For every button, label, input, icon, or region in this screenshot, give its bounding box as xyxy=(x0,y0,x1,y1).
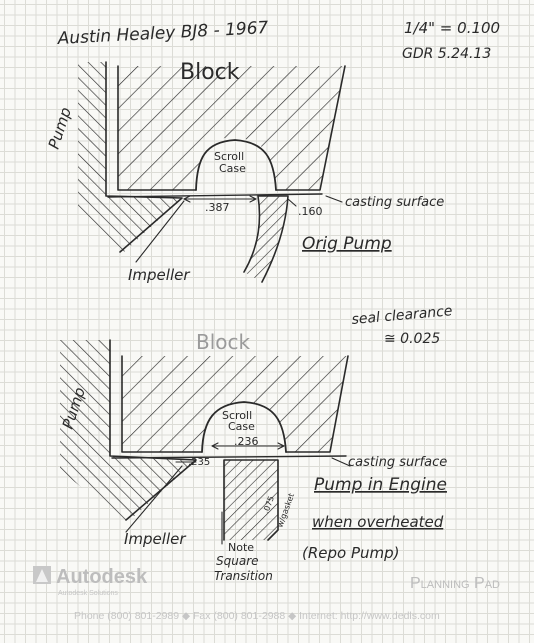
bottom-dim-left: .235 xyxy=(188,457,210,468)
bottom-block-outline xyxy=(121,355,349,453)
bottom-block-hatch xyxy=(122,356,348,452)
bottom-scroll-case xyxy=(201,401,287,453)
bottom-scroll-label: Scroll xyxy=(222,409,252,422)
top-dim-right: .160 xyxy=(298,205,323,218)
top-block-outline xyxy=(117,65,346,191)
top-impeller-label: Impeller xyxy=(128,266,190,284)
top-pump-hatch xyxy=(78,62,182,252)
bottom-caption-1: Pump in Engine xyxy=(314,475,447,495)
top-case-label: Case xyxy=(219,162,246,175)
top-dim-left: .387 xyxy=(205,201,230,214)
bottom-caption-2: when overheated xyxy=(312,513,444,531)
bottom-note-3: Transition xyxy=(214,569,273,583)
bottom-pump-hatch xyxy=(60,340,196,520)
footer-brand-sub: Autodesk Solutions xyxy=(58,590,118,597)
scale-note: 1/4" = 0.100 xyxy=(404,19,500,37)
top-casting-label: casting surface xyxy=(345,195,444,210)
footer-contact: Phone (800) 801-2989 ◆ Fax (800) 801-298… xyxy=(74,610,440,622)
bottom-note-1: Note xyxy=(228,541,254,554)
bottom-note-2: Square xyxy=(216,554,259,568)
top-casting-leader xyxy=(325,195,343,203)
top-sketch xyxy=(78,61,346,283)
top-block-label: Block xyxy=(180,60,240,85)
bottom-sketch xyxy=(60,339,351,545)
diagram-title: Austin Healey BJ8 - 1967 xyxy=(56,18,269,49)
seal-note-line2: ≅ 0.025 xyxy=(384,331,440,347)
seal-note-line1: seal clearance xyxy=(351,303,453,328)
top-scroll-case xyxy=(195,139,277,191)
bottom-case-label: Case xyxy=(228,420,255,433)
top-scroll-label: Scroll xyxy=(214,150,244,163)
top-dim-arrows xyxy=(183,195,297,207)
top-impeller-hatch xyxy=(244,196,288,282)
bottom-impeller-outline xyxy=(223,459,279,541)
top-block-hatch xyxy=(118,66,345,190)
footer-pad-label: Planning Pad xyxy=(410,575,500,592)
bottom-dim-arrows xyxy=(175,442,285,463)
bottom-caption-3: (Repo Pump) xyxy=(302,544,400,562)
top-impeller-outline xyxy=(243,195,289,283)
bottom-impeller-hatch xyxy=(224,460,278,540)
top-impeller-leader xyxy=(135,200,185,263)
bottom-casting-label: casting surface xyxy=(348,455,447,470)
bottom-impeller-leader xyxy=(125,465,183,533)
bottom-impeller-label: Impeller xyxy=(124,530,186,548)
author-date: GDR 5.24.13 xyxy=(402,46,491,62)
bottom-block-label: Block xyxy=(196,330,251,354)
top-caption: Orig Pump xyxy=(302,234,392,254)
top-pump-outline xyxy=(105,61,183,253)
bottom-dim-top: .236 xyxy=(234,435,259,448)
top-pump-label: Pump xyxy=(45,105,75,151)
bottom-casting-leader xyxy=(331,457,351,467)
footer-brand: Autodesk xyxy=(56,566,148,588)
autodesk-logo xyxy=(33,566,51,584)
